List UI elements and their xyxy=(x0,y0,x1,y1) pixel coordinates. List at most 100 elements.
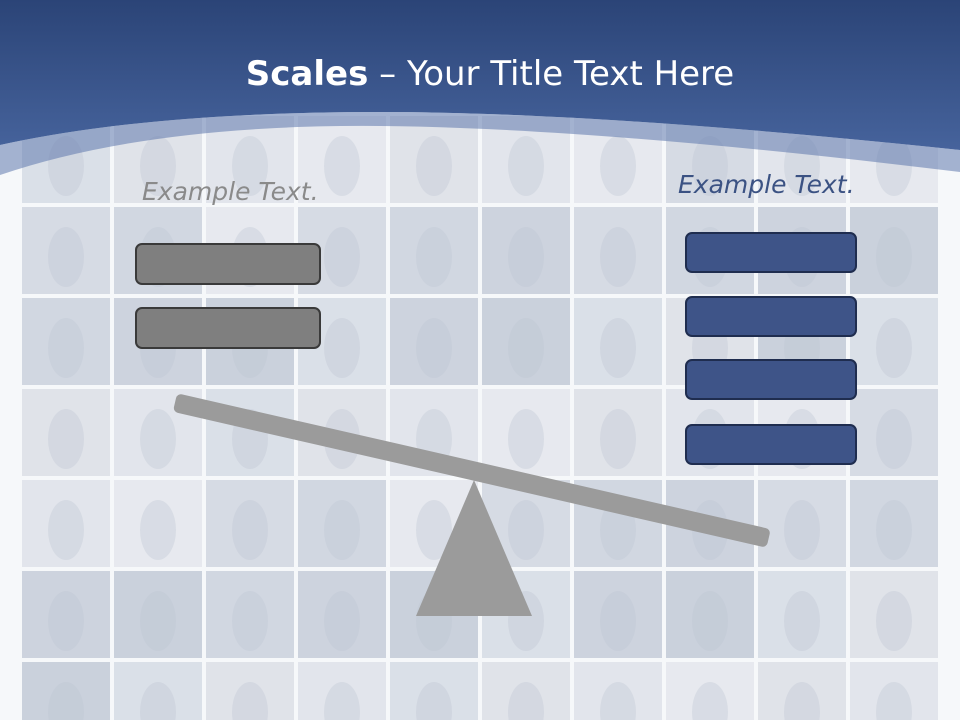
photo-person-silhouette xyxy=(784,591,820,651)
photo-tile xyxy=(850,662,938,720)
photo-person-silhouette xyxy=(48,682,84,720)
photo-tile xyxy=(114,662,202,720)
photo-person-silhouette xyxy=(784,500,820,560)
photo-person-silhouette xyxy=(416,136,452,196)
photo-tile xyxy=(850,298,938,385)
left-weight-box xyxy=(135,243,321,285)
photo-tile xyxy=(298,116,386,203)
right-example-text: Example Text. xyxy=(678,170,855,199)
photo-person-silhouette xyxy=(600,409,636,469)
photo-person-silhouette xyxy=(876,500,912,560)
photo-person-silhouette xyxy=(876,318,912,378)
photo-tile xyxy=(482,662,570,720)
photo-tile xyxy=(574,207,662,294)
photo-tile xyxy=(390,116,478,203)
photo-tile xyxy=(482,389,570,476)
photo-person-silhouette xyxy=(140,409,176,469)
photo-person-silhouette xyxy=(324,318,360,378)
title-rest: – Your Title Text Here xyxy=(368,54,735,94)
photo-tile xyxy=(390,207,478,294)
photo-tile xyxy=(666,571,754,658)
photo-tile xyxy=(206,662,294,720)
photo-tile xyxy=(22,571,110,658)
photo-tile xyxy=(574,571,662,658)
photo-person-silhouette xyxy=(600,136,636,196)
photo-person-silhouette xyxy=(508,682,544,720)
photo-person-silhouette xyxy=(692,682,728,720)
scale-fulcrum xyxy=(416,480,532,616)
photo-person-silhouette xyxy=(876,227,912,287)
photo-tile xyxy=(298,662,386,720)
photo-person-silhouette xyxy=(48,409,84,469)
photo-tile xyxy=(22,298,110,385)
slide-title: Scales – Your Title Text Here xyxy=(0,50,960,98)
header-band xyxy=(0,0,960,150)
photo-person-silhouette xyxy=(876,409,912,469)
photo-person-silhouette xyxy=(692,136,728,196)
photo-tile xyxy=(298,571,386,658)
photo-tile xyxy=(22,662,110,720)
left-weight-box xyxy=(135,307,321,349)
photo-person-silhouette xyxy=(232,591,268,651)
photo-tile xyxy=(114,480,202,567)
photo-person-silhouette xyxy=(784,682,820,720)
photo-person-silhouette xyxy=(48,500,84,560)
photo-tile xyxy=(22,389,110,476)
photo-tile xyxy=(574,389,662,476)
title-bold: Scales xyxy=(245,54,369,94)
photo-person-silhouette xyxy=(876,591,912,651)
photo-person-silhouette xyxy=(416,318,452,378)
photo-person-silhouette xyxy=(600,318,636,378)
photo-person-silhouette xyxy=(232,682,268,720)
photo-tile xyxy=(758,662,846,720)
right-weight-box xyxy=(685,232,857,273)
photo-person-silhouette xyxy=(48,591,84,651)
photo-person-silhouette xyxy=(508,136,544,196)
photo-tile xyxy=(850,571,938,658)
right-weight-box xyxy=(685,424,857,465)
photo-person-silhouette xyxy=(508,318,544,378)
photo-tile xyxy=(758,480,846,567)
photo-tile xyxy=(206,480,294,567)
photo-tile xyxy=(574,298,662,385)
left-example-text: Example Text. xyxy=(142,177,319,206)
photo-tile xyxy=(850,389,938,476)
photo-person-silhouette xyxy=(140,682,176,720)
header-band-swoosh xyxy=(0,112,960,175)
photo-tile xyxy=(298,480,386,567)
photo-tile xyxy=(666,662,754,720)
photo-tile xyxy=(758,571,846,658)
photo-person-silhouette xyxy=(508,500,544,560)
photo-tile xyxy=(482,298,570,385)
photo-person-silhouette xyxy=(324,227,360,287)
photo-person-silhouette xyxy=(324,682,360,720)
photo-tile xyxy=(850,207,938,294)
right-weight-box xyxy=(685,296,857,337)
photo-tile xyxy=(850,480,938,567)
photo-person-silhouette xyxy=(232,500,268,560)
photo-tile xyxy=(574,662,662,720)
photo-tile xyxy=(22,480,110,567)
photo-tile xyxy=(482,207,570,294)
photo-person-silhouette xyxy=(600,682,636,720)
photo-person-silhouette xyxy=(324,500,360,560)
photo-person-silhouette xyxy=(600,591,636,651)
photo-tile xyxy=(206,571,294,658)
photo-person-silhouette xyxy=(324,591,360,651)
photo-person-silhouette xyxy=(140,136,176,196)
photo-person-silhouette xyxy=(416,500,452,560)
photo-person-silhouette xyxy=(508,409,544,469)
photo-person-silhouette xyxy=(324,136,360,196)
photo-tile xyxy=(114,571,202,658)
photo-person-silhouette xyxy=(48,318,84,378)
right-weight-box xyxy=(685,359,857,400)
photo-person-silhouette xyxy=(140,500,176,560)
photo-person-silhouette xyxy=(876,682,912,720)
photo-person-silhouette xyxy=(416,227,452,287)
photo-tile xyxy=(22,207,110,294)
photo-person-silhouette xyxy=(232,136,268,196)
photo-person-silhouette xyxy=(600,227,636,287)
photo-tile xyxy=(390,298,478,385)
photo-person-silhouette xyxy=(48,227,84,287)
